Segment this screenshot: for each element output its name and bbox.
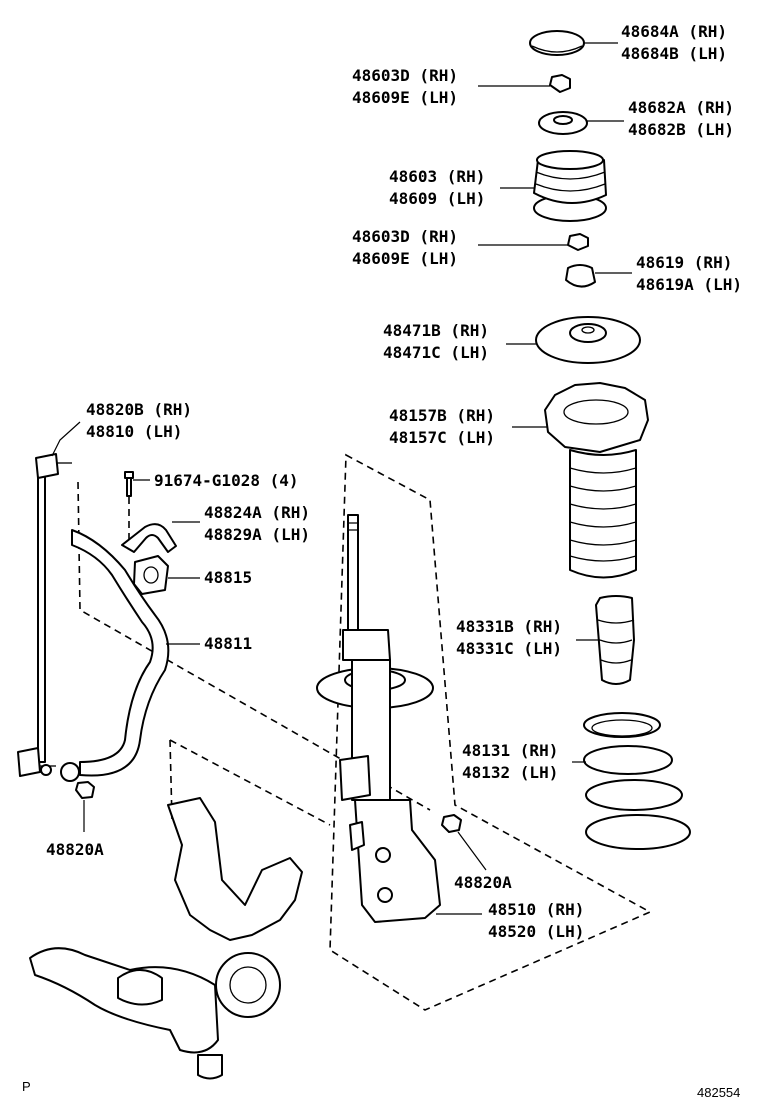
label-48609e-bottom: 48609E (LH): [352, 249, 458, 268]
label-48609e-top: 48609E (LH): [352, 88, 458, 107]
spacer-48619[interactable]: [565, 264, 596, 288]
label-48820a-left: 48820A: [46, 840, 104, 859]
label-48331b: 48331B (RH): [456, 617, 562, 636]
support-48603[interactable]: [533, 150, 607, 222]
label-48824a: 48824A (RH): [204, 503, 310, 522]
mount-cap-48684[interactable]: [529, 30, 585, 56]
label-48811: 48811: [204, 634, 252, 653]
label-48829a: 48829A (LH): [204, 525, 310, 544]
label-48609: 48609 (LH): [389, 189, 485, 208]
part-labels: 48684A (RH) 48684B (LH) 48603D (RH) 4860…: [46, 22, 742, 941]
label-48131: 48131 (RH): [462, 741, 558, 760]
diagram-number: 482554: [697, 1085, 740, 1100]
shock-absorber-48510[interactable]: [316, 514, 441, 923]
label-48684b: 48684B (LH): [621, 44, 727, 63]
corner-mark: P: [22, 1079, 31, 1094]
label-48619: 48619 (RH): [636, 253, 732, 272]
nut-48603d-top[interactable]: [549, 74, 571, 93]
label-48684a: 48684A (RH): [621, 22, 727, 41]
label-48820a-right: 48820A: [454, 873, 512, 892]
label-48619a: 48619A (LH): [636, 275, 742, 294]
nut-48820a-right[interactable]: [441, 814, 462, 833]
leader-lines: [51, 42, 632, 915]
label-48603d-bottom: 48603D (RH): [352, 227, 458, 246]
bolt-91674[interactable]: [124, 471, 134, 540]
label-48682a: 48682A (RH): [628, 98, 734, 117]
coil-spring-48131[interactable]: [583, 712, 691, 850]
bushing-48815[interactable]: [133, 555, 169, 595]
label-48132: 48132 (LH): [462, 763, 558, 782]
label-48815: 48815: [204, 568, 252, 587]
dust-boot-48157[interactable]: [544, 382, 649, 579]
label-48331c: 48331C (LH): [456, 639, 562, 658]
bracket-48824[interactable]: [121, 523, 177, 553]
label-48157b: 48157B (RH): [389, 406, 495, 425]
spring-seat-48471[interactable]: [535, 316, 641, 364]
steering-knuckle: [167, 797, 303, 1018]
label-48471c: 48471C (LH): [383, 343, 489, 362]
label-48510: 48510 (RH): [488, 900, 584, 919]
nut-48820a-left[interactable]: [75, 781, 95, 799]
bump-stopper-48331[interactable]: [595, 595, 635, 685]
label-48820b: 48820B (RH): [86, 400, 192, 419]
label-48682b: 48682B (LH): [628, 120, 734, 139]
label-48603: 48603 (RH): [389, 167, 485, 186]
label-48810: 48810 (LH): [86, 422, 182, 441]
label-48471b: 48471B (RH): [383, 321, 489, 340]
lower-arm: [29, 947, 223, 1080]
label-48520: 48520 (LH): [488, 922, 584, 941]
stabilizer-bar-48811[interactable]: [60, 529, 170, 782]
stabilizer-link-48820b[interactable]: [17, 453, 72, 777]
label-48157c: 48157C (LH): [389, 428, 495, 447]
bearing-48682[interactable]: [538, 111, 588, 135]
nut-48603d-bottom[interactable]: [567, 233, 589, 251]
label-91674: 91674-G1028 (4): [154, 471, 299, 490]
label-48603d-top: 48603D (RH): [352, 66, 458, 85]
